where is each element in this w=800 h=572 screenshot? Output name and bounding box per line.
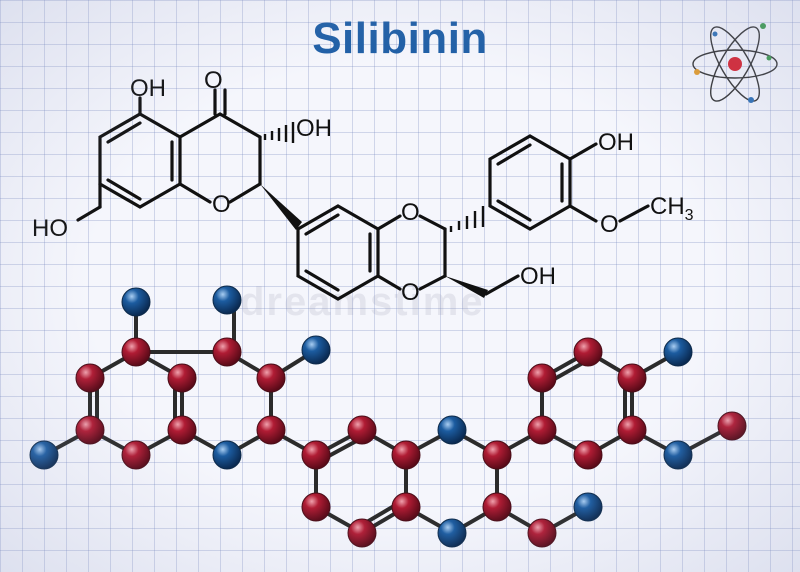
- carbon-atom: [121, 440, 151, 470]
- carbon-atom: [617, 415, 647, 445]
- oxygen-atom: [212, 285, 242, 315]
- carbon-atom: [573, 440, 603, 470]
- carbon-atom: [527, 363, 557, 393]
- carbon-atom: [212, 337, 242, 367]
- carbon-atom: [75, 363, 105, 393]
- carbon-atom: [347, 415, 377, 445]
- oxygen-atom: [663, 337, 693, 367]
- carbon-atom: [617, 363, 647, 393]
- label-3-oh: OH: [296, 115, 332, 142]
- carbon-atom: [167, 363, 197, 393]
- carbon-atom: [347, 518, 377, 548]
- page-title: Silibinin: [312, 14, 488, 63]
- label-dioxane-o1: O: [401, 199, 420, 226]
- label-ch3: CH3: [650, 193, 694, 224]
- label-dioxane-o2: O: [401, 279, 420, 306]
- carbon-atom: [121, 337, 151, 367]
- carbon-atom: [167, 415, 197, 445]
- carbon-atom: [75, 415, 105, 445]
- oxygen-atom: [437, 518, 467, 548]
- oxygen-atom: [29, 440, 59, 470]
- carbon-atom: [301, 492, 331, 522]
- carbon-atom: [256, 363, 286, 393]
- label-4-oh: OH: [598, 129, 634, 156]
- oxygen-atom: [212, 440, 242, 470]
- carbon-atom: [482, 492, 512, 522]
- carbon-atom: [301, 440, 331, 470]
- label-ring-o: O: [212, 191, 231, 218]
- oxygen-atom: [573, 492, 603, 522]
- carbon-atom: [482, 440, 512, 470]
- label-methoxy-o: O: [600, 211, 619, 238]
- carbon-atom: [527, 415, 557, 445]
- carbon-atom: [391, 492, 421, 522]
- label-ketone-o: O: [204, 67, 223, 94]
- label-7-ho: HO: [32, 215, 68, 242]
- carbon-atom: [527, 518, 557, 548]
- carbon-atom: [256, 415, 286, 445]
- oxygen-atom: [301, 335, 331, 365]
- label-5-oh: OH: [130, 75, 166, 102]
- carbon-atom: [391, 440, 421, 470]
- label-ch2-oh: OH: [520, 263, 556, 290]
- carbon-atom: [717, 411, 747, 441]
- oxygen-atom: [437, 415, 467, 445]
- carbon-atom: [573, 337, 603, 367]
- oxygen-atom: [121, 287, 151, 317]
- oxygen-atom: [663, 440, 693, 470]
